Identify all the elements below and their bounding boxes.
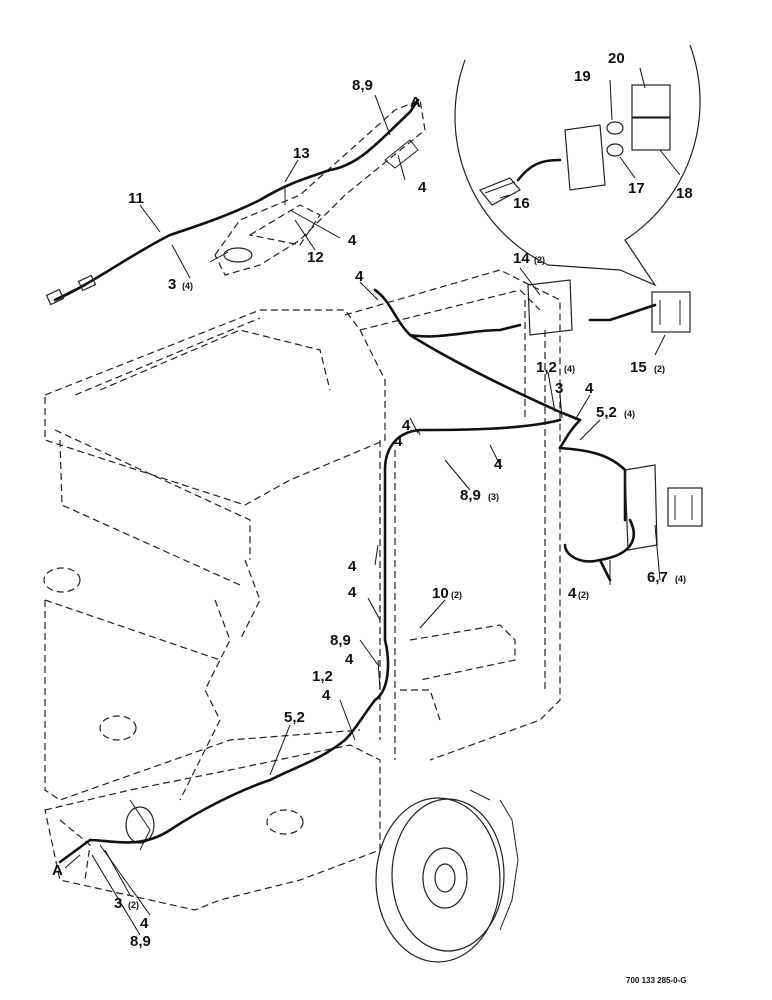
callout-label: 10 — [432, 585, 449, 602]
callout-label: 4 — [568, 585, 577, 602]
leader-lines — [64, 67, 681, 936]
warning-lamp-lower — [624, 464, 703, 551]
callout-label: 1,2 — [312, 668, 333, 685]
callout-label: 5,2 — [284, 709, 305, 726]
callout-qty: (2) — [451, 590, 462, 600]
wheel — [375, 789, 519, 963]
callout-label: 16 — [513, 195, 530, 212]
wiring-harness — [45, 98, 657, 864]
callout-qty: (2) — [578, 590, 589, 600]
callout-label: 11 — [128, 190, 144, 207]
callout-label: 8,9 — [352, 77, 373, 94]
callout-label: 18 — [676, 185, 693, 202]
callout-label: 4 — [348, 584, 357, 601]
callout-label: 4 — [140, 915, 149, 932]
callout-label: 4 — [348, 558, 357, 575]
callout-label: 8,9 — [330, 632, 351, 649]
callout-label: 4 — [348, 232, 357, 249]
callout-qty: (4) — [675, 574, 686, 584]
callout-label: 3 — [168, 276, 176, 293]
callout-label: 4 — [494, 456, 503, 473]
callout-label: 17 — [628, 180, 645, 197]
callout-label: 4 — [418, 179, 427, 196]
callout-label: A — [410, 94, 421, 111]
callout-qty: (4) — [624, 409, 635, 419]
callout-label: A — [52, 862, 63, 879]
callout-label: 13 — [293, 145, 310, 162]
callout-label: 3 — [114, 895, 122, 912]
callout-label: 14 — [513, 250, 530, 267]
warning-lamp-upper — [527, 279, 691, 336]
callout-label: 1,2 — [536, 359, 557, 376]
callout-qty: (3) — [488, 492, 499, 502]
callout-labels: 8,9 A 13 4 11 4 12 3 (4) 20 19 17 18 16 … — [52, 50, 693, 950]
callout-label: 4 — [322, 687, 331, 704]
callout-label: 8,9 — [130, 933, 151, 950]
callout-label: 4 — [345, 651, 354, 668]
callout-qty: (2) — [128, 900, 139, 910]
callout-label: 4 — [394, 433, 403, 450]
harness-upper — [373, 288, 522, 338]
callout-qty: (2) — [534, 255, 545, 265]
callout-label: 4 — [585, 380, 594, 397]
callout-qty: (4) — [564, 364, 575, 374]
callout-qty: (2) — [654, 364, 665, 374]
callout-label: 4 — [402, 417, 411, 434]
callout-label: 5,2 — [596, 404, 617, 421]
callout-qty: (4) — [182, 281, 193, 291]
callout-label: 20 — [608, 50, 625, 67]
baler-body — [43, 269, 561, 911]
harness-tongue — [53, 98, 420, 302]
callout-label: 4 — [355, 268, 364, 285]
callout-label: 3 — [555, 380, 563, 397]
hitch-tongue — [209, 99, 426, 276]
drawing-number: 700 133 285-0-G — [626, 976, 687, 985]
callout-label: 15 — [630, 359, 647, 376]
callout-label: 8,9 — [460, 487, 481, 504]
lamp-detail-view — [454, 44, 701, 287]
callout-label: 19 — [574, 68, 591, 85]
callout-label: 12 — [307, 249, 324, 266]
callout-label: 6,7 — [647, 569, 668, 586]
